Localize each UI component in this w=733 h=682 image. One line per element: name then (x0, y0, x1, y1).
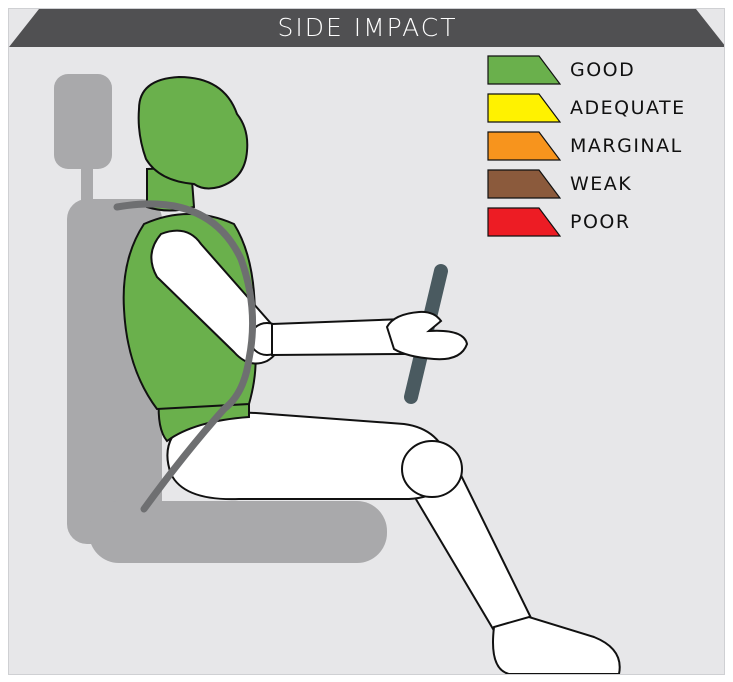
legend-label-good: GOOD (570, 59, 635, 81)
rating-legend: GOOD ADEQUATE MARGINAL WEAK POOR (487, 55, 712, 245)
legend-swatch-marginal (487, 131, 561, 161)
seat-cushion (89, 501, 387, 563)
legend-item-adequate: ADEQUATE (487, 93, 712, 131)
legend-item-weak: WEAK (487, 169, 712, 207)
legend-swatch-weak (487, 169, 561, 199)
legend-swatch-good (487, 55, 561, 85)
legend-swatch-adequate (487, 93, 561, 123)
legend-swatch-poor (487, 207, 561, 237)
legend-label-poor: POOR (570, 211, 631, 233)
legend-item-poor: POOR (487, 207, 712, 245)
legend-item-good: GOOD (487, 55, 712, 93)
foot (493, 617, 620, 674)
headrest (54, 74, 112, 169)
hand (387, 312, 467, 359)
diagram-frame: SIDE IMPACT (8, 8, 725, 675)
knee (402, 441, 462, 497)
legend-label-weak: WEAK (570, 173, 632, 195)
legend-item-marginal: MARGINAL (487, 131, 712, 169)
legend-label-adequate: ADEQUATE (570, 97, 686, 119)
legend-label-marginal: MARGINAL (570, 135, 683, 157)
